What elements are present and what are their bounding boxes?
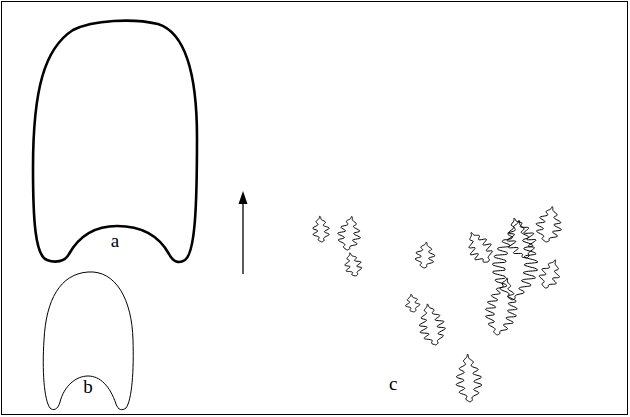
frond — [493, 220, 538, 300]
figure-letter: b — [42, 377, 134, 397]
frond — [419, 304, 445, 345]
frond — [338, 216, 361, 250]
direction-arrow — [242, 200, 243, 274]
shape-outline — [33, 18, 197, 262]
outline-path — [33, 21, 197, 262]
outline-shape: b — [42, 270, 134, 410]
figure-letter: a — [33, 231, 197, 251]
outline-shape: a — [33, 18, 197, 262]
frond — [345, 253, 362, 276]
frond — [415, 242, 435, 268]
frond — [539, 260, 559, 288]
arrow-head — [239, 191, 248, 204]
frond — [406, 294, 420, 312]
frond — [536, 207, 561, 242]
frond — [507, 218, 536, 258]
frond — [456, 354, 481, 402]
frond — [313, 216, 329, 242]
frond — [469, 233, 492, 263]
figure-letter: c — [389, 374, 397, 394]
frond — [486, 278, 518, 335]
frond-cluster — [313, 207, 562, 402]
